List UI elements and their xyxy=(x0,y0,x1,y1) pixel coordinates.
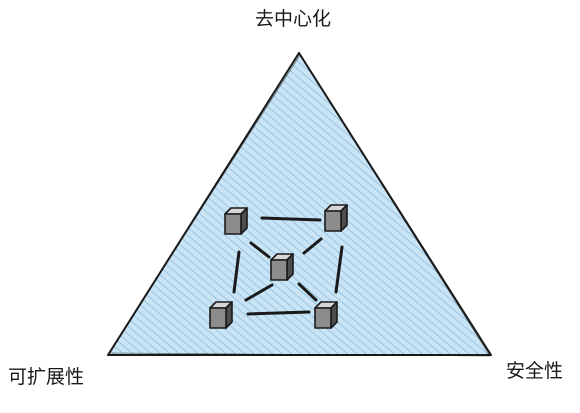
triangle-sketch-stroke xyxy=(108,51,491,357)
node-cube-bottom-left xyxy=(209,301,233,329)
link-center-tr xyxy=(302,237,323,255)
link-center-tl xyxy=(249,241,271,259)
node-cube-bottom-right xyxy=(314,301,338,329)
node-cube-top-right xyxy=(324,204,348,232)
network-links xyxy=(232,216,344,316)
link-right xyxy=(334,245,344,294)
node-cube-center xyxy=(270,253,294,281)
node-cube-top-left xyxy=(224,207,248,235)
label-decentralization: 去中心化 xyxy=(255,8,332,30)
link-center-bl xyxy=(244,283,274,302)
trilemma-triangle xyxy=(107,52,492,356)
link-bottom xyxy=(246,310,311,316)
link-center-br xyxy=(297,282,318,302)
link-top xyxy=(260,216,322,222)
label-scalability: 可扩展性 xyxy=(8,366,85,388)
link-left xyxy=(232,250,241,294)
label-security: 安全性 xyxy=(506,360,564,382)
